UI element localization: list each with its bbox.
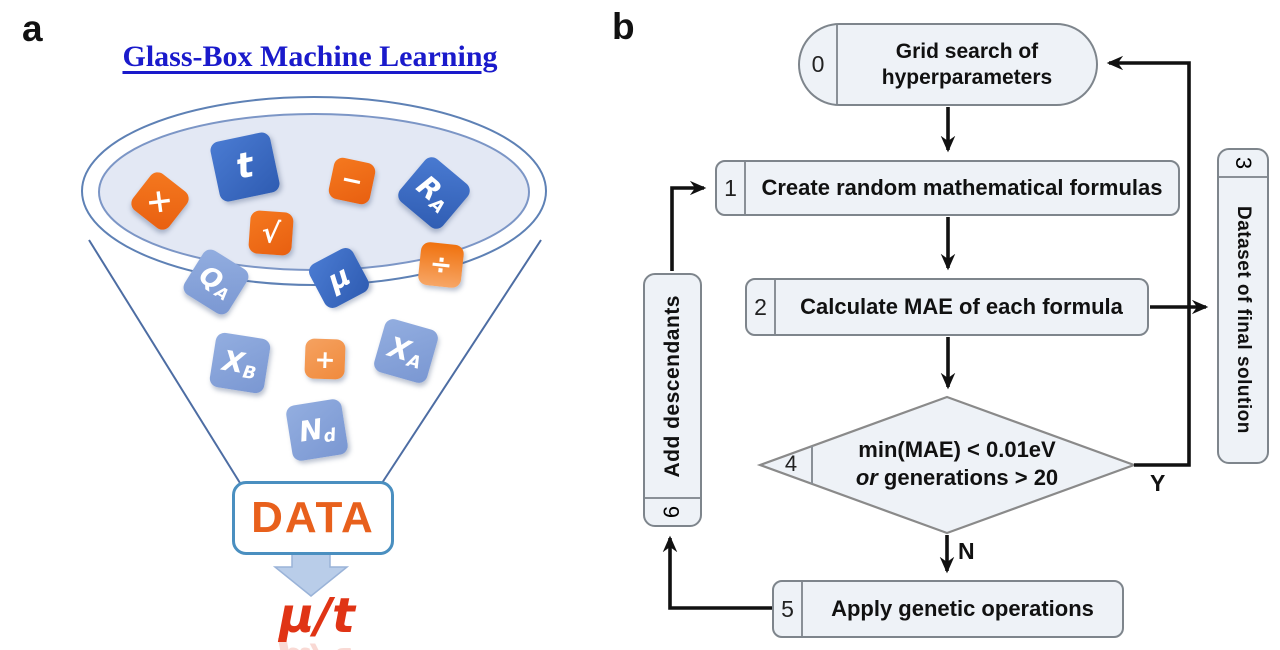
node6-number: 6 xyxy=(645,497,700,525)
tile-glyph: Nd xyxy=(296,412,338,449)
tile-Nd: Nd xyxy=(284,397,350,463)
node2-number: 2 xyxy=(747,280,776,334)
node4-number: 4 xyxy=(784,451,798,476)
panel-a-title: Glass-Box Machine Learning xyxy=(122,40,498,73)
output-formula: μ/t xyxy=(279,588,355,644)
output-formula-reflection: μ/t xyxy=(232,636,402,650)
edge-node5-node6 xyxy=(662,535,772,610)
edge-label-no: N xyxy=(958,538,975,564)
tile-XB: XB xyxy=(208,331,272,395)
node5-label: Apply genetic operations xyxy=(831,596,1094,621)
tile-mu: μ xyxy=(305,244,373,312)
tile-glyph: XB xyxy=(220,343,258,384)
tile-sqrt: √ xyxy=(248,210,294,256)
edge-node6-node1 xyxy=(670,180,707,271)
panel-b-label: b xyxy=(612,6,635,47)
flow-node-calculate-mae: 2 Calculate MAE of each formula xyxy=(745,278,1149,336)
tile-XA: XA xyxy=(371,316,441,386)
node3-number: 3 xyxy=(1219,150,1267,178)
tile-glyph: ÷ xyxy=(428,248,454,282)
panel-a-label: a xyxy=(22,8,43,49)
tile-glyph: μ xyxy=(321,258,356,297)
tile-QA: QA xyxy=(180,246,252,318)
tile-plus: + xyxy=(304,338,346,380)
node3-label: Dataset of final solution xyxy=(1233,206,1254,434)
flow-node-add-descendants: Add descendants 6 xyxy=(643,273,702,527)
tile-glyph: × xyxy=(140,179,181,222)
data-box: DATA xyxy=(232,481,394,555)
node2-label: Calculate MAE of each formula xyxy=(800,294,1123,319)
tile-RA: RA xyxy=(394,153,474,233)
node0-label: Grid search of hyperparameters xyxy=(881,40,1053,89)
flow-node-create-formulas: 1 Create random mathematical formulas xyxy=(715,160,1180,216)
tile-glyph: RA xyxy=(410,168,449,219)
tile-minus: − xyxy=(327,156,377,206)
tile-t: t xyxy=(208,130,282,204)
node1-number: 1 xyxy=(717,162,746,214)
tile-divide: ÷ xyxy=(417,241,465,289)
tile-glyph: √ xyxy=(260,215,282,250)
tile-multiply: × xyxy=(127,168,193,234)
node1-label: Create random mathematical formulas xyxy=(761,175,1163,200)
node6-label: Add descendants xyxy=(660,294,684,478)
node5-number: 5 xyxy=(774,582,803,636)
flow-node-grid-search: 0 Grid search of hyperparameters xyxy=(798,23,1098,106)
tile-glyph: + xyxy=(314,344,336,374)
node0-number: 0 xyxy=(800,25,838,104)
edge-node4-node0-Y xyxy=(1106,55,1191,467)
node4-label: min(MAE) < 0.01eV or generations > 20 xyxy=(855,437,1059,490)
flow-node-final-dataset: 3 Dataset of final solution xyxy=(1217,148,1269,464)
tile-glyph: XA xyxy=(384,329,424,374)
tile-glyph: t xyxy=(232,145,258,188)
flow-node-genetic-operations: 5 Apply genetic operations xyxy=(772,580,1124,638)
tile-glyph: − xyxy=(338,164,366,198)
edge-label-yes: Y xyxy=(1150,470,1166,496)
tile-glyph: QA xyxy=(193,260,233,305)
